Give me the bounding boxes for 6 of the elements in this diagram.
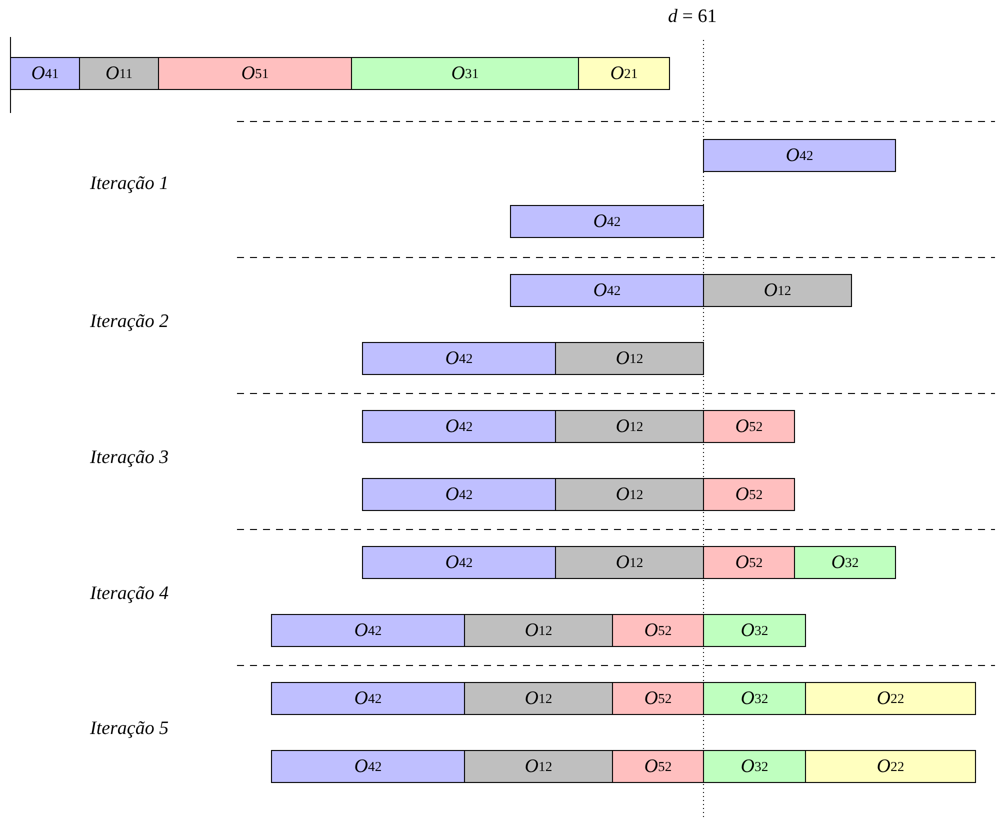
- iteration-label: Iteração 3: [90, 447, 169, 469]
- iteration-label: Iteração 5: [90, 718, 169, 740]
- iteration-label: Iteração 2: [90, 311, 169, 333]
- deadline-label: d = 61: [668, 6, 717, 28]
- iteration-label: Iteração 4: [90, 583, 169, 605]
- iteration-label: Iteração 1: [90, 173, 169, 195]
